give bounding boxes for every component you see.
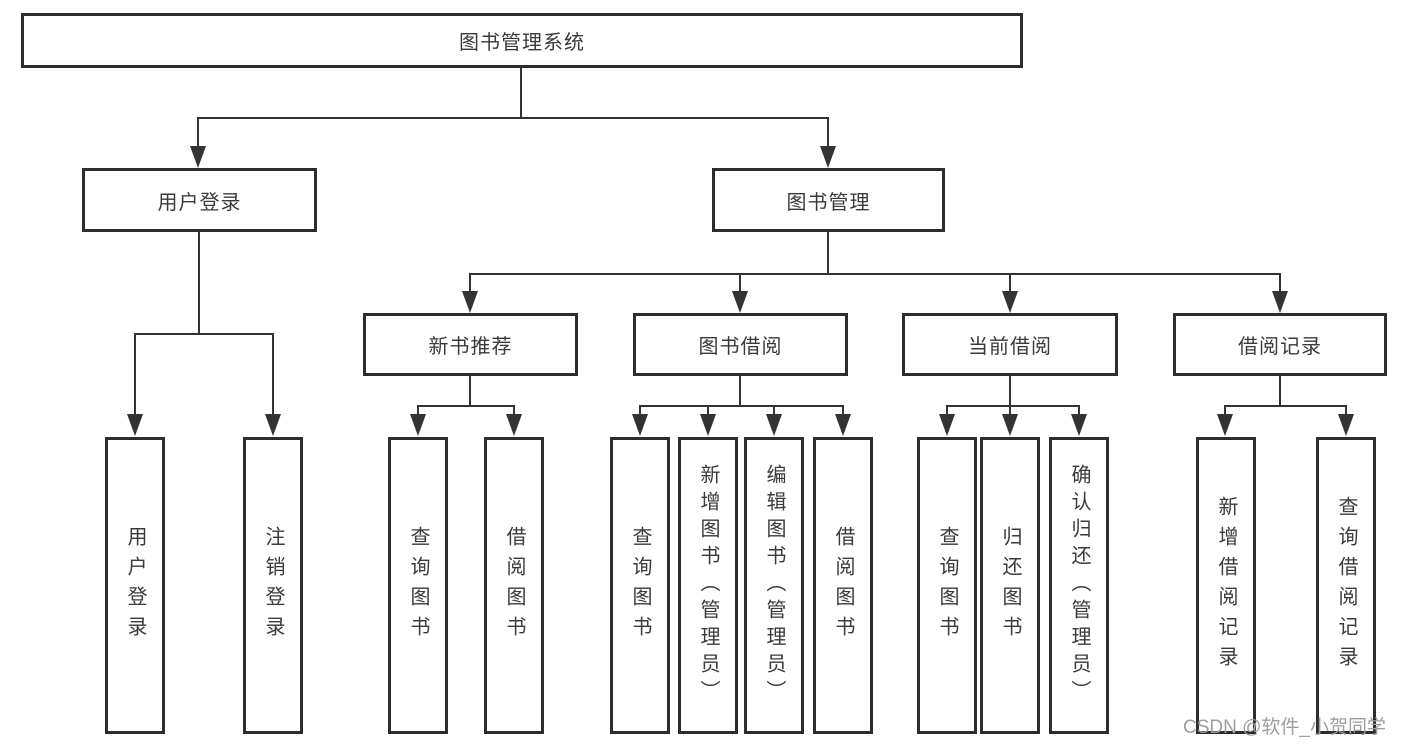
- connector-user-login-rail: [134, 333, 274, 335]
- node-label: 图书借阅: [698, 336, 783, 358]
- node-label: 当前借阅: [968, 336, 1052, 358]
- node-current-borrow: 当前借阅: [902, 313, 1118, 376]
- arrow-down-icon: [127, 414, 143, 436]
- connector-level3-rail: [469, 273, 1281, 275]
- connector-drop: [1009, 405, 1011, 416]
- arrow-down-icon: [410, 414, 426, 436]
- arrow-down-icon: [700, 414, 716, 436]
- node-label: 确认归还（管理员）: [1068, 464, 1090, 707]
- node-label: 新书推荐: [428, 336, 513, 358]
- connector-drop: [707, 405, 709, 416]
- connector-drop: [639, 405, 641, 416]
- node-br-add-record: 新增借阅记录: [1196, 437, 1256, 734]
- arrow-down-icon: [462, 291, 478, 313]
- connector-drop: [1345, 405, 1347, 416]
- node-label: 图书管理系统: [459, 32, 585, 54]
- node-label: 查询借阅记录: [1335, 495, 1357, 676]
- node-label: 图书管理: [786, 191, 871, 214]
- node-nb-query-books: 查询图书: [388, 437, 448, 734]
- node-borrow-records: 借阅记录: [1173, 313, 1387, 376]
- connector-root-rail: [197, 117, 829, 119]
- node-new-book-recommend: 新书推荐: [363, 313, 578, 376]
- node-cb-return-books: 归还图书: [980, 437, 1040, 734]
- node-cb-confirm-return-admin: 确认归还（管理员）: [1049, 437, 1109, 734]
- arrow-down-icon: [1002, 291, 1018, 313]
- arrow-down-icon: [766, 414, 782, 436]
- arrow-down-icon: [265, 414, 281, 436]
- connector-drop: [417, 405, 419, 416]
- arrow-down-icon: [1002, 414, 1018, 436]
- node-label: 借阅图书: [832, 525, 854, 646]
- connector-drop-book-management: [827, 117, 829, 148]
- connector-drop: [946, 405, 948, 416]
- csdn-watermark: CSDN @软件_小贺同学: [1183, 717, 1386, 738]
- node-label: 注销登录: [262, 525, 284, 646]
- node-cb-query-books: 查询图书: [917, 437, 977, 734]
- node-nb-borrow-books: 借阅图书: [484, 437, 544, 734]
- connector-drop-current-borrow: [1009, 273, 1011, 293]
- connector-new-book-stem: [469, 376, 471, 406]
- node-bb-borrow-books: 借阅图书: [813, 437, 873, 734]
- connector-borrow-records-rail: [1224, 405, 1347, 407]
- node-leaf-user-login: 用户登录: [105, 437, 165, 734]
- connector-drop-borrow-records: [1279, 273, 1281, 293]
- node-leaf-logout: 注销登录: [243, 437, 303, 734]
- node-bb-add-books-admin: 新增图书（管理员）: [678, 437, 738, 734]
- connector-current-borrow-stem: [1009, 376, 1011, 406]
- node-label: 归还图书: [999, 525, 1021, 646]
- node-label: 借阅记录: [1238, 336, 1322, 358]
- node-label: 新增借阅记录: [1215, 495, 1237, 676]
- connector-drop: [1224, 405, 1226, 416]
- connector-user-login-stem: [198, 232, 200, 334]
- connector-root-stem: [520, 68, 522, 119]
- node-user-login: 用户登录: [82, 168, 317, 232]
- node-label: 查询图书: [407, 525, 429, 646]
- node-label: 查询图书: [629, 525, 651, 646]
- connector-borrow-records-stem: [1279, 376, 1281, 406]
- node-library-management-system: 图书管理系统: [21, 13, 1023, 68]
- connector-drop-leaf-user-login: [134, 333, 136, 414]
- connector-book-borrow-rail: [639, 405, 844, 407]
- connector-drop-leaf-logout: [272, 333, 274, 414]
- connector-drop: [842, 405, 844, 416]
- connector-drop: [1078, 405, 1080, 416]
- node-book-borrow: 图书借阅: [633, 313, 848, 376]
- connector-new-book-rail: [417, 405, 515, 407]
- arrow-down-icon: [190, 146, 206, 168]
- connector-drop-user-login: [197, 117, 199, 148]
- arrow-down-icon: [939, 414, 955, 436]
- node-br-query-record: 查询借阅记录: [1316, 437, 1376, 734]
- arrow-down-icon: [1272, 291, 1288, 313]
- node-label: 用户登录: [124, 525, 146, 646]
- arrow-down-icon: [732, 291, 748, 313]
- connector-drop: [513, 405, 515, 416]
- connector-drop-book-borrow: [739, 273, 741, 293]
- node-book-management: 图书管理: [712, 168, 945, 232]
- node-label: 用户登录: [157, 191, 242, 214]
- node-label: 借阅图书: [503, 525, 525, 646]
- connector-current-borrow-rail: [946, 405, 1080, 407]
- node-bb-edit-books-admin: 编辑图书（管理员）: [744, 437, 804, 734]
- node-label: 编辑图书（管理员）: [763, 464, 785, 707]
- arrow-down-icon: [1217, 414, 1233, 436]
- arrow-down-icon: [1071, 414, 1087, 436]
- connector-book-management-stem: [827, 232, 829, 275]
- connector-drop: [773, 405, 775, 416]
- arrow-down-icon: [820, 146, 836, 168]
- connector-drop-new-book-recommend: [469, 273, 471, 293]
- arrow-down-icon: [1338, 414, 1354, 436]
- arrow-down-icon: [632, 414, 648, 436]
- node-label: 新增图书（管理员）: [697, 464, 719, 707]
- node-label: 查询图书: [936, 525, 958, 646]
- arrow-down-icon: [835, 414, 851, 436]
- node-bb-query-books: 查询图书: [610, 437, 670, 734]
- connector-book-borrow-stem: [739, 376, 741, 406]
- arrow-down-icon: [506, 414, 522, 436]
